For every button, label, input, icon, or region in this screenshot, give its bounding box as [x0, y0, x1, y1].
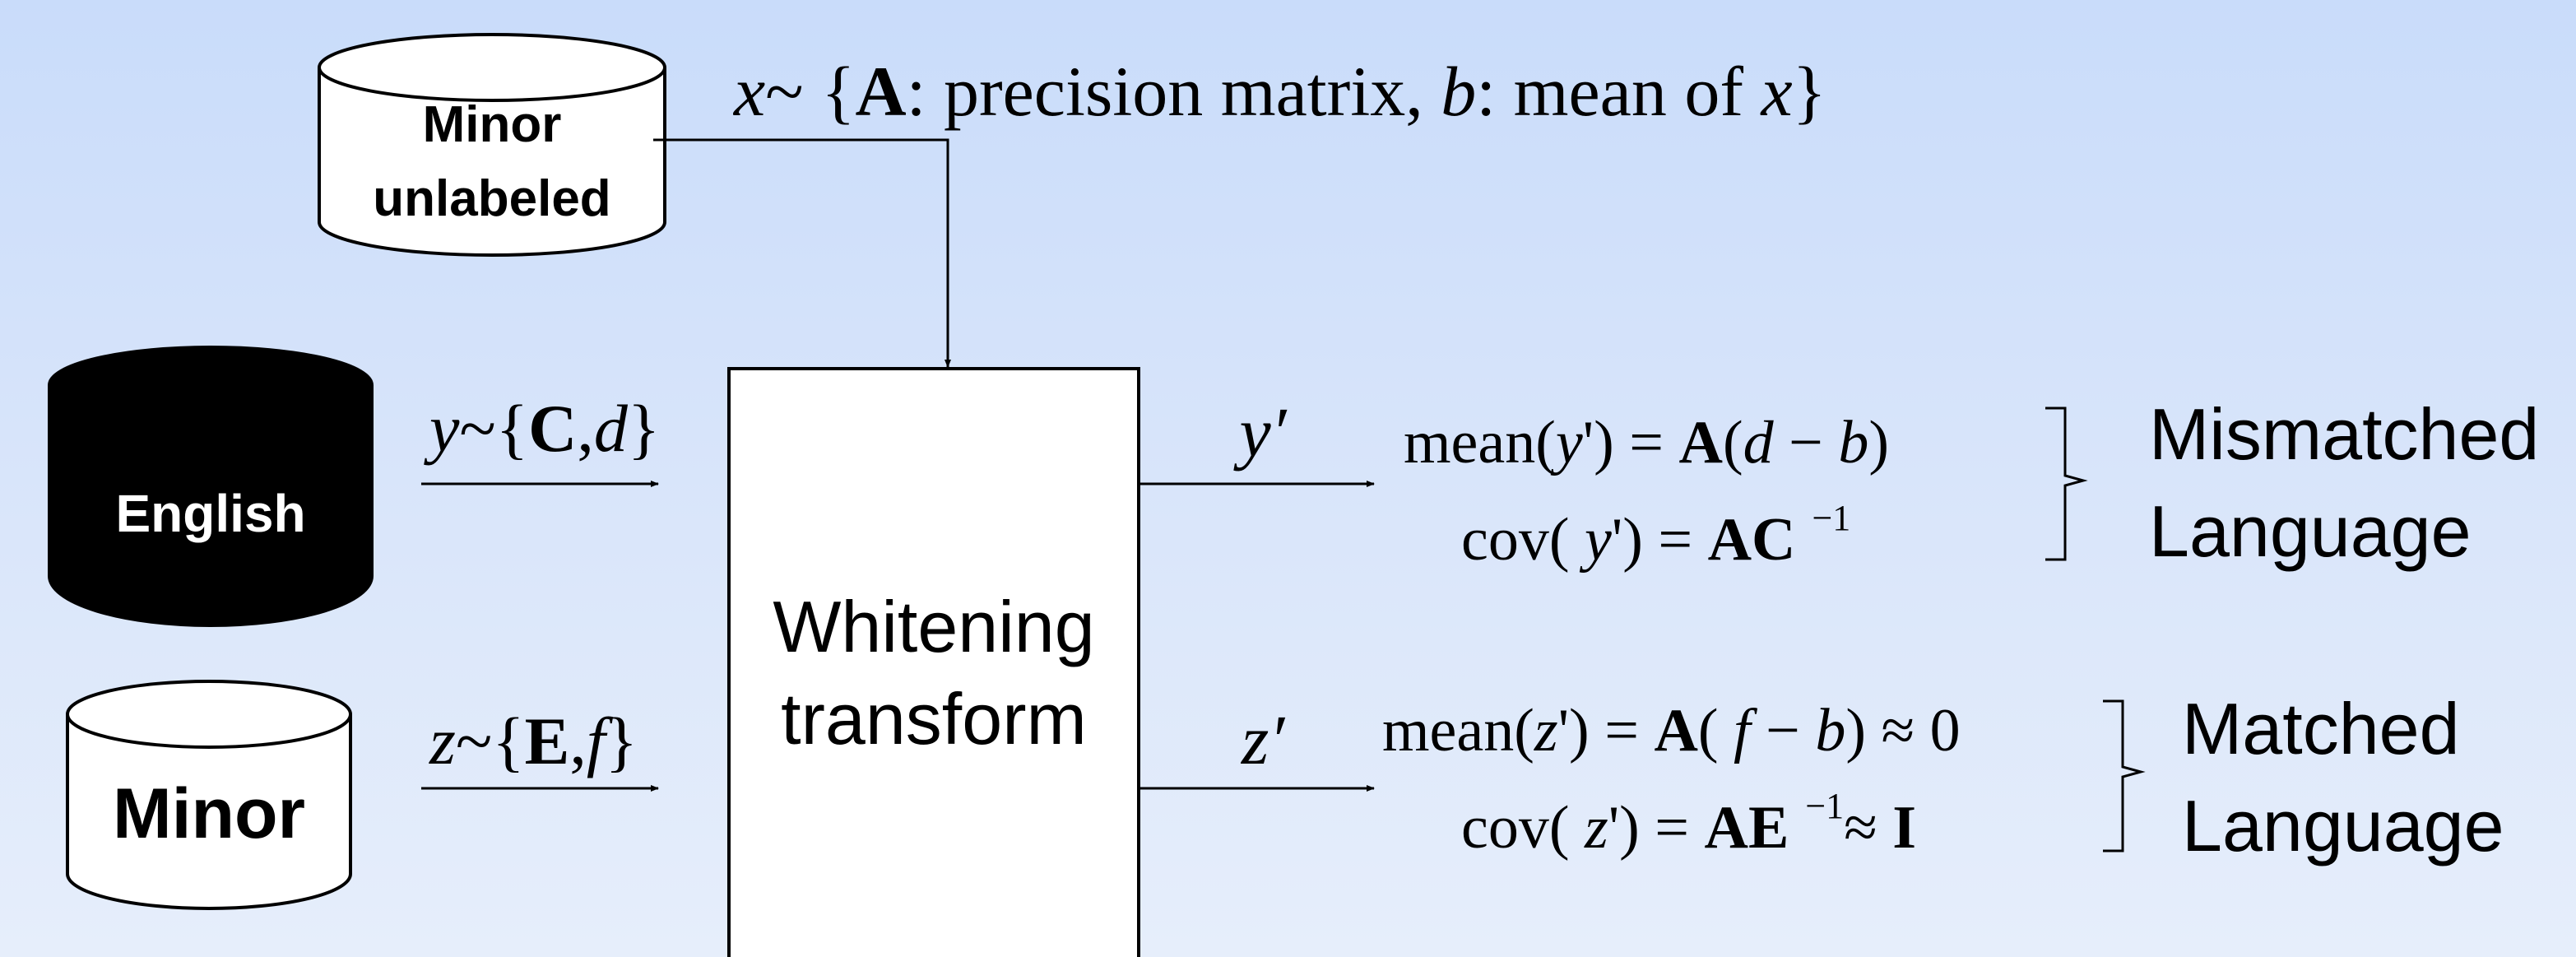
z-cov-approx: ≈ [1844, 794, 1892, 862]
minor-unlabeled-to-transform-arrow [653, 138, 951, 368]
minor-unlabeled-label-line1: Minor [423, 96, 562, 153]
z-mean-minus: − [1751, 697, 1816, 764]
y-var-d: d [594, 391, 629, 466]
y-mean-d: d [1743, 409, 1775, 476]
minor-unlabeled-cylinder-body [318, 67, 666, 257]
z-cov-eq: = [1640, 794, 1705, 862]
z-cov-prime: ') [1608, 794, 1640, 862]
mismatched-label-line1: Mismatched [2149, 393, 2539, 475]
z-mean-prime: ') [1558, 697, 1590, 764]
y-mean-b: b [1838, 409, 1868, 476]
minor-unlabeled-cylinder-top [318, 33, 666, 102]
y-mean-open: ( [1723, 409, 1743, 476]
y-tilde: ~{ [459, 391, 528, 466]
y-cov-lhs: cov( [1461, 506, 1585, 574]
y-mean-eq: = [1614, 409, 1679, 476]
z-prime-label: z′ [1241, 700, 1285, 779]
x-var: x [732, 52, 765, 131]
english-database: English [48, 346, 374, 627]
whitening-transform-rect [727, 367, 1140, 957]
minor-cylinder-top [66, 680, 352, 749]
minor-unlabeled-database: Minor unlabeled [318, 33, 666, 257]
x-matrix-a: A [855, 52, 906, 131]
y-mean-var: y [1550, 409, 1583, 476]
minor-label: Minor [113, 774, 305, 853]
y-mean-a: A [1678, 409, 1722, 476]
z-mean-eq: = [1590, 697, 1655, 764]
z-tilde: ~{ [456, 704, 525, 778]
mismatched-label-line2: Language [2149, 490, 2472, 572]
y-var: y [424, 391, 460, 466]
x-distribution-text: x~ {A: precision matrix, b: mean of x} [732, 52, 1826, 131]
y-mean-equation: mean(y') = A(d − b) [1404, 409, 1889, 476]
z-matrix-e: E [525, 704, 570, 778]
z-cov-exponent: −1 [1805, 786, 1844, 826]
y-comma: , [577, 391, 594, 466]
z-mean-a: A [1654, 697, 1697, 764]
english-label: English [115, 484, 305, 543]
z-mean-lhs: mean( [1382, 697, 1534, 764]
z-cov-var: z [1584, 794, 1608, 862]
y-cov-prime: ') [1612, 506, 1643, 574]
x-close: } [1793, 52, 1826, 131]
z-var: z [429, 704, 456, 778]
y-cov-ac: AC [1708, 506, 1796, 574]
minor-database: Minor [66, 680, 352, 910]
y-cov-exponent: −1 [1812, 498, 1850, 538]
z-cov-ae: AE [1705, 794, 1789, 862]
minor-cylinder-body [66, 714, 352, 910]
english-cylinder-body [48, 385, 374, 627]
y-mean-minus: − [1774, 409, 1839, 476]
z-comma: , [569, 704, 587, 778]
mismatched-brace [2045, 406, 2088, 561]
z-mean-equation: mean(z') = A( f − b) ≈ 0 [1382, 697, 1961, 764]
y-mean-close: ) [1868, 409, 1889, 476]
y-distribution-text: y~{C,d} [424, 391, 660, 466]
english-cylinder-top [48, 346, 374, 425]
whitening-transform-line1: Whitening [773, 586, 1094, 667]
whitening-transform-line2: transform [781, 678, 1087, 760]
matched-label-line2: Language [2182, 785, 2504, 866]
x-var-b: b [1441, 52, 1476, 131]
matched-brace [2103, 699, 2146, 852]
y-mean-prime: ') [1583, 409, 1614, 476]
z-mean-var: z [1534, 697, 1558, 764]
z-mean-open: ( [1698, 697, 1734, 764]
x-var-2: x [1760, 52, 1793, 131]
z-close: } [606, 704, 638, 778]
x-desc-b: : mean of [1476, 52, 1761, 131]
y-mean-lhs: mean( [1404, 409, 1556, 476]
y-cov-eq: = [1643, 506, 1708, 574]
z-mean-b: b [1815, 697, 1845, 764]
z-cov-equation: cov( z') = AE −1≈ I [1461, 786, 1916, 862]
minor-unlabeled-label-line2: unlabeled [373, 170, 610, 227]
y-cov-equation: cov( y') = AC −1 [1461, 498, 1850, 574]
z-mean-close: ) ≈ 0 [1845, 697, 1960, 764]
y-cov-var: y [1579, 506, 1612, 574]
y-matrix-c: C [528, 391, 577, 466]
z-cov-lhs: cov( [1461, 794, 1585, 862]
x-desc-a: : precision matrix, [907, 52, 1441, 131]
whitening-transform-box: Whitening transform [727, 367, 1140, 957]
z-distribution-text: z~{E,f} [429, 704, 638, 778]
y-close: } [628, 391, 660, 466]
matched-label-line1: Matched [2182, 688, 2460, 769]
z-cov-i: I [1892, 794, 1916, 862]
y-prime-label: y′ [1233, 393, 1288, 472]
x-tilde: ~ { [765, 52, 855, 131]
